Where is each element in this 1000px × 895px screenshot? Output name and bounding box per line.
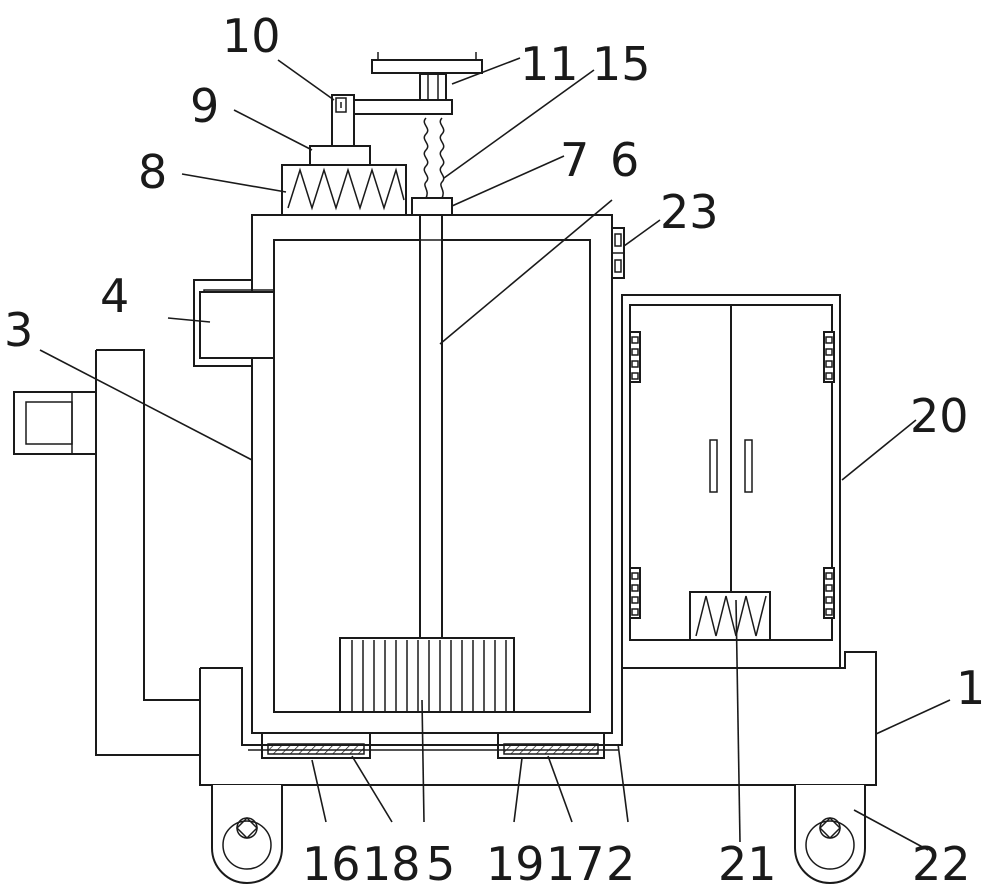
- stirring-blades: [339, 637, 515, 713]
- wheel-left: [211, 785, 283, 884]
- spring-housing: [281, 164, 407, 216]
- label-9: 9: [190, 79, 219, 133]
- label-6: 6: [610, 133, 639, 187]
- break-lines: [423, 117, 445, 199]
- label-11: 11: [520, 37, 579, 91]
- control-box: [611, 227, 625, 279]
- inlet-port: [193, 279, 275, 367]
- leader-lines: [39, 57, 951, 851]
- label-3: 3: [4, 303, 33, 357]
- motor-base: [309, 145, 371, 166]
- number-labels: 10 9 8 11 15 7 6 23 4 3 20 1 22 21 16 18…: [4, 9, 985, 891]
- label-22: 22: [912, 837, 971, 891]
- label-16: 16: [302, 837, 361, 891]
- hinge: [629, 331, 641, 383]
- label-15: 15: [592, 37, 651, 91]
- support-column: [331, 94, 453, 147]
- label-2: 2: [606, 837, 635, 891]
- hinge: [823, 567, 835, 619]
- label-20: 20: [910, 389, 969, 443]
- cabinet-spring: [689, 591, 771, 641]
- label-8: 8: [138, 145, 167, 199]
- label-5: 5: [426, 837, 455, 891]
- hinge: [823, 331, 835, 383]
- side-pipe: [95, 349, 200, 756]
- bearing-seat: [411, 197, 453, 216]
- label-1: 1: [956, 661, 985, 715]
- top-clamp: [371, 52, 483, 101]
- label-21: 21: [718, 837, 777, 891]
- label-18: 18: [362, 837, 421, 891]
- label-19: 19: [486, 837, 545, 891]
- stirring-shaft: [419, 214, 443, 641]
- wheel-right: [794, 785, 866, 884]
- label-17: 17: [546, 837, 605, 891]
- label-4: 4: [100, 269, 129, 323]
- hinge: [629, 567, 641, 619]
- label-7: 7: [560, 133, 589, 187]
- side-motor: [13, 391, 97, 455]
- bottom-plates: [261, 733, 605, 759]
- label-23: 23: [660, 185, 719, 239]
- label-10: 10: [222, 9, 281, 63]
